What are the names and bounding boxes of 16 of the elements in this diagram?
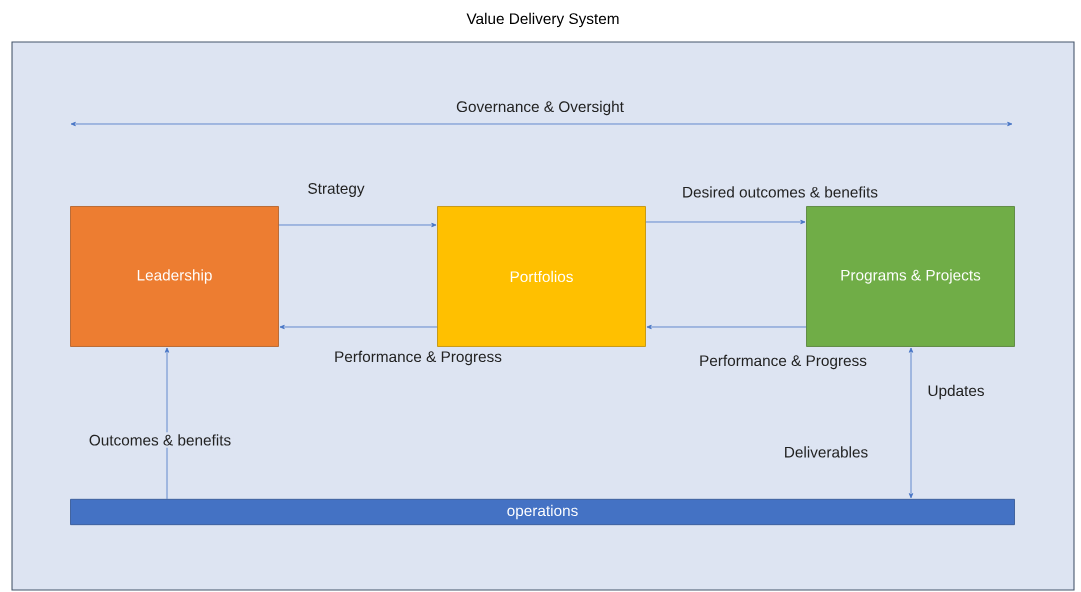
process-box: Leadership — [70, 206, 279, 347]
process-box: Portfolios — [437, 206, 646, 347]
arrow — [164, 347, 170, 500]
text-label: Governance & Oversight — [456, 100, 624, 116]
arrow — [279, 324, 438, 330]
edge-label: Outcomes & benefits — [86, 432, 234, 448]
arrow — [646, 324, 807, 330]
text-label: Deliverables — [785, 446, 868, 458]
process-box: Programs & Projects — [806, 206, 1015, 347]
node-label: Value Delivery System — [466, 12, 619, 28]
arrow — [645, 219, 806, 225]
operations-bar: operations — [70, 498, 1015, 526]
arrow — [908, 347, 914, 499]
edge-label: Strategy — [305, 181, 367, 199]
edge-label: Desired outcomes & benefits — [680, 184, 880, 200]
arrow — [278, 222, 437, 228]
